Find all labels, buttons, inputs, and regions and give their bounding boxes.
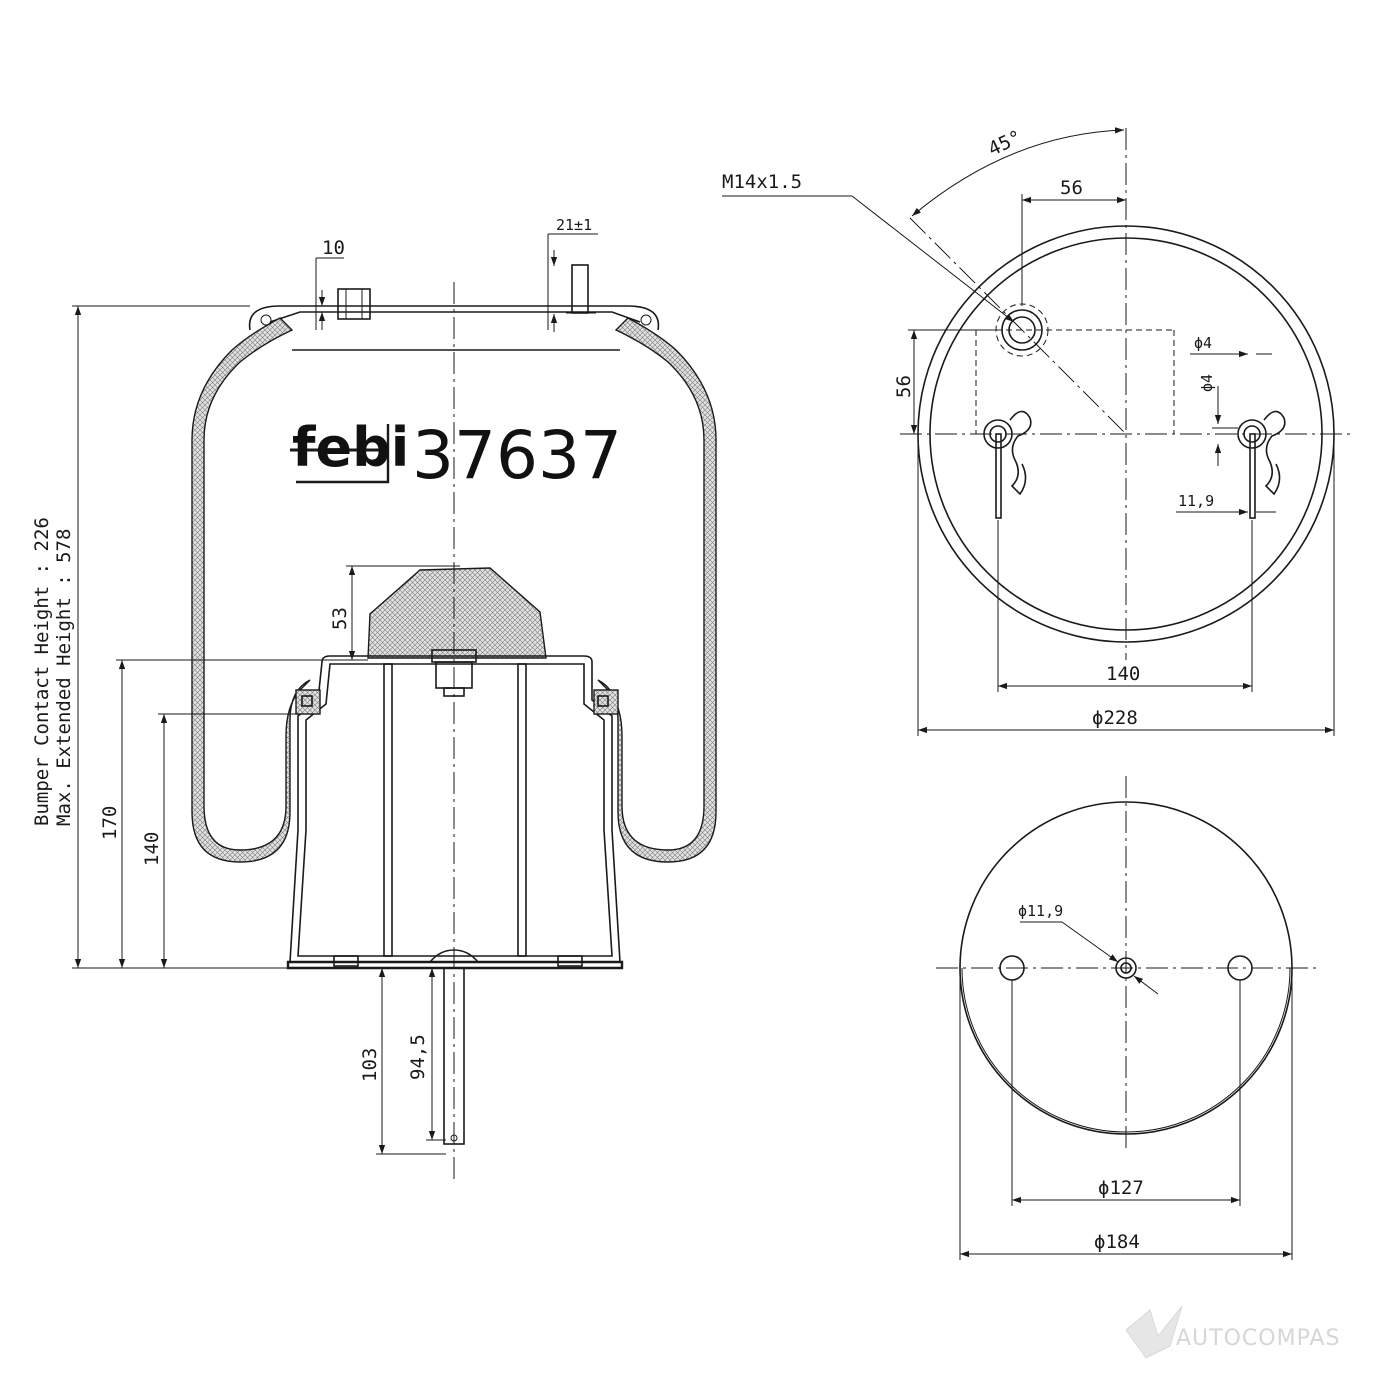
dim-m14: M14x1.5: [722, 171, 802, 193]
dim-11-9: 11,9: [1178, 492, 1214, 510]
dim-140-side: 140: [141, 832, 163, 866]
dim-phi4-b: ϕ4: [1198, 374, 1216, 392]
dim-phi127: ϕ127: [1098, 1177, 1144, 1199]
dim-phi184: ϕ184: [1094, 1231, 1140, 1253]
dim-103: 103: [359, 1048, 381, 1082]
top-view: M14x1.5 45° 56 56 ϕ4 ϕ4 11,9 140 ϕ228: [722, 126, 1352, 736]
bottom-view: ϕ11,9 ϕ127 ϕ184: [936, 776, 1318, 1260]
dim-53: 53: [329, 607, 351, 630]
bumper-contact-height: Bumper Contact Height : 226: [31, 517, 53, 826]
dim-phi11-9: ϕ11,9: [1018, 902, 1063, 920]
watermark-text: AUTOCOMPAS: [1176, 1326, 1340, 1351]
dim-56-horizontal: 56: [1060, 177, 1083, 199]
dim-21: 21±1: [556, 216, 592, 234]
dim-45deg: 45°: [985, 126, 1025, 160]
dim-170: 170: [99, 806, 121, 840]
part-number: 37637: [412, 417, 622, 494]
dim-phi228: ϕ228: [1092, 707, 1138, 729]
dim-94-5: 94,5: [407, 1034, 429, 1080]
dim-56-vertical: 56: [893, 375, 915, 398]
max-extended-height: Max. Extended Height : 578: [53, 529, 75, 826]
febi-logo: febi: [292, 416, 409, 479]
dim-140-top: 140: [1106, 663, 1140, 685]
dim-phi4-a: ϕ4: [1194, 334, 1212, 352]
brand: febi 37637: [290, 416, 622, 494]
dim-10: 10: [322, 237, 345, 259]
watermark: AUTOCOMPAS: [1125, 1305, 1340, 1359]
side-view: 10 21±1 53 170 140 103 94,5 Bumper Conta…: [31, 216, 717, 1182]
